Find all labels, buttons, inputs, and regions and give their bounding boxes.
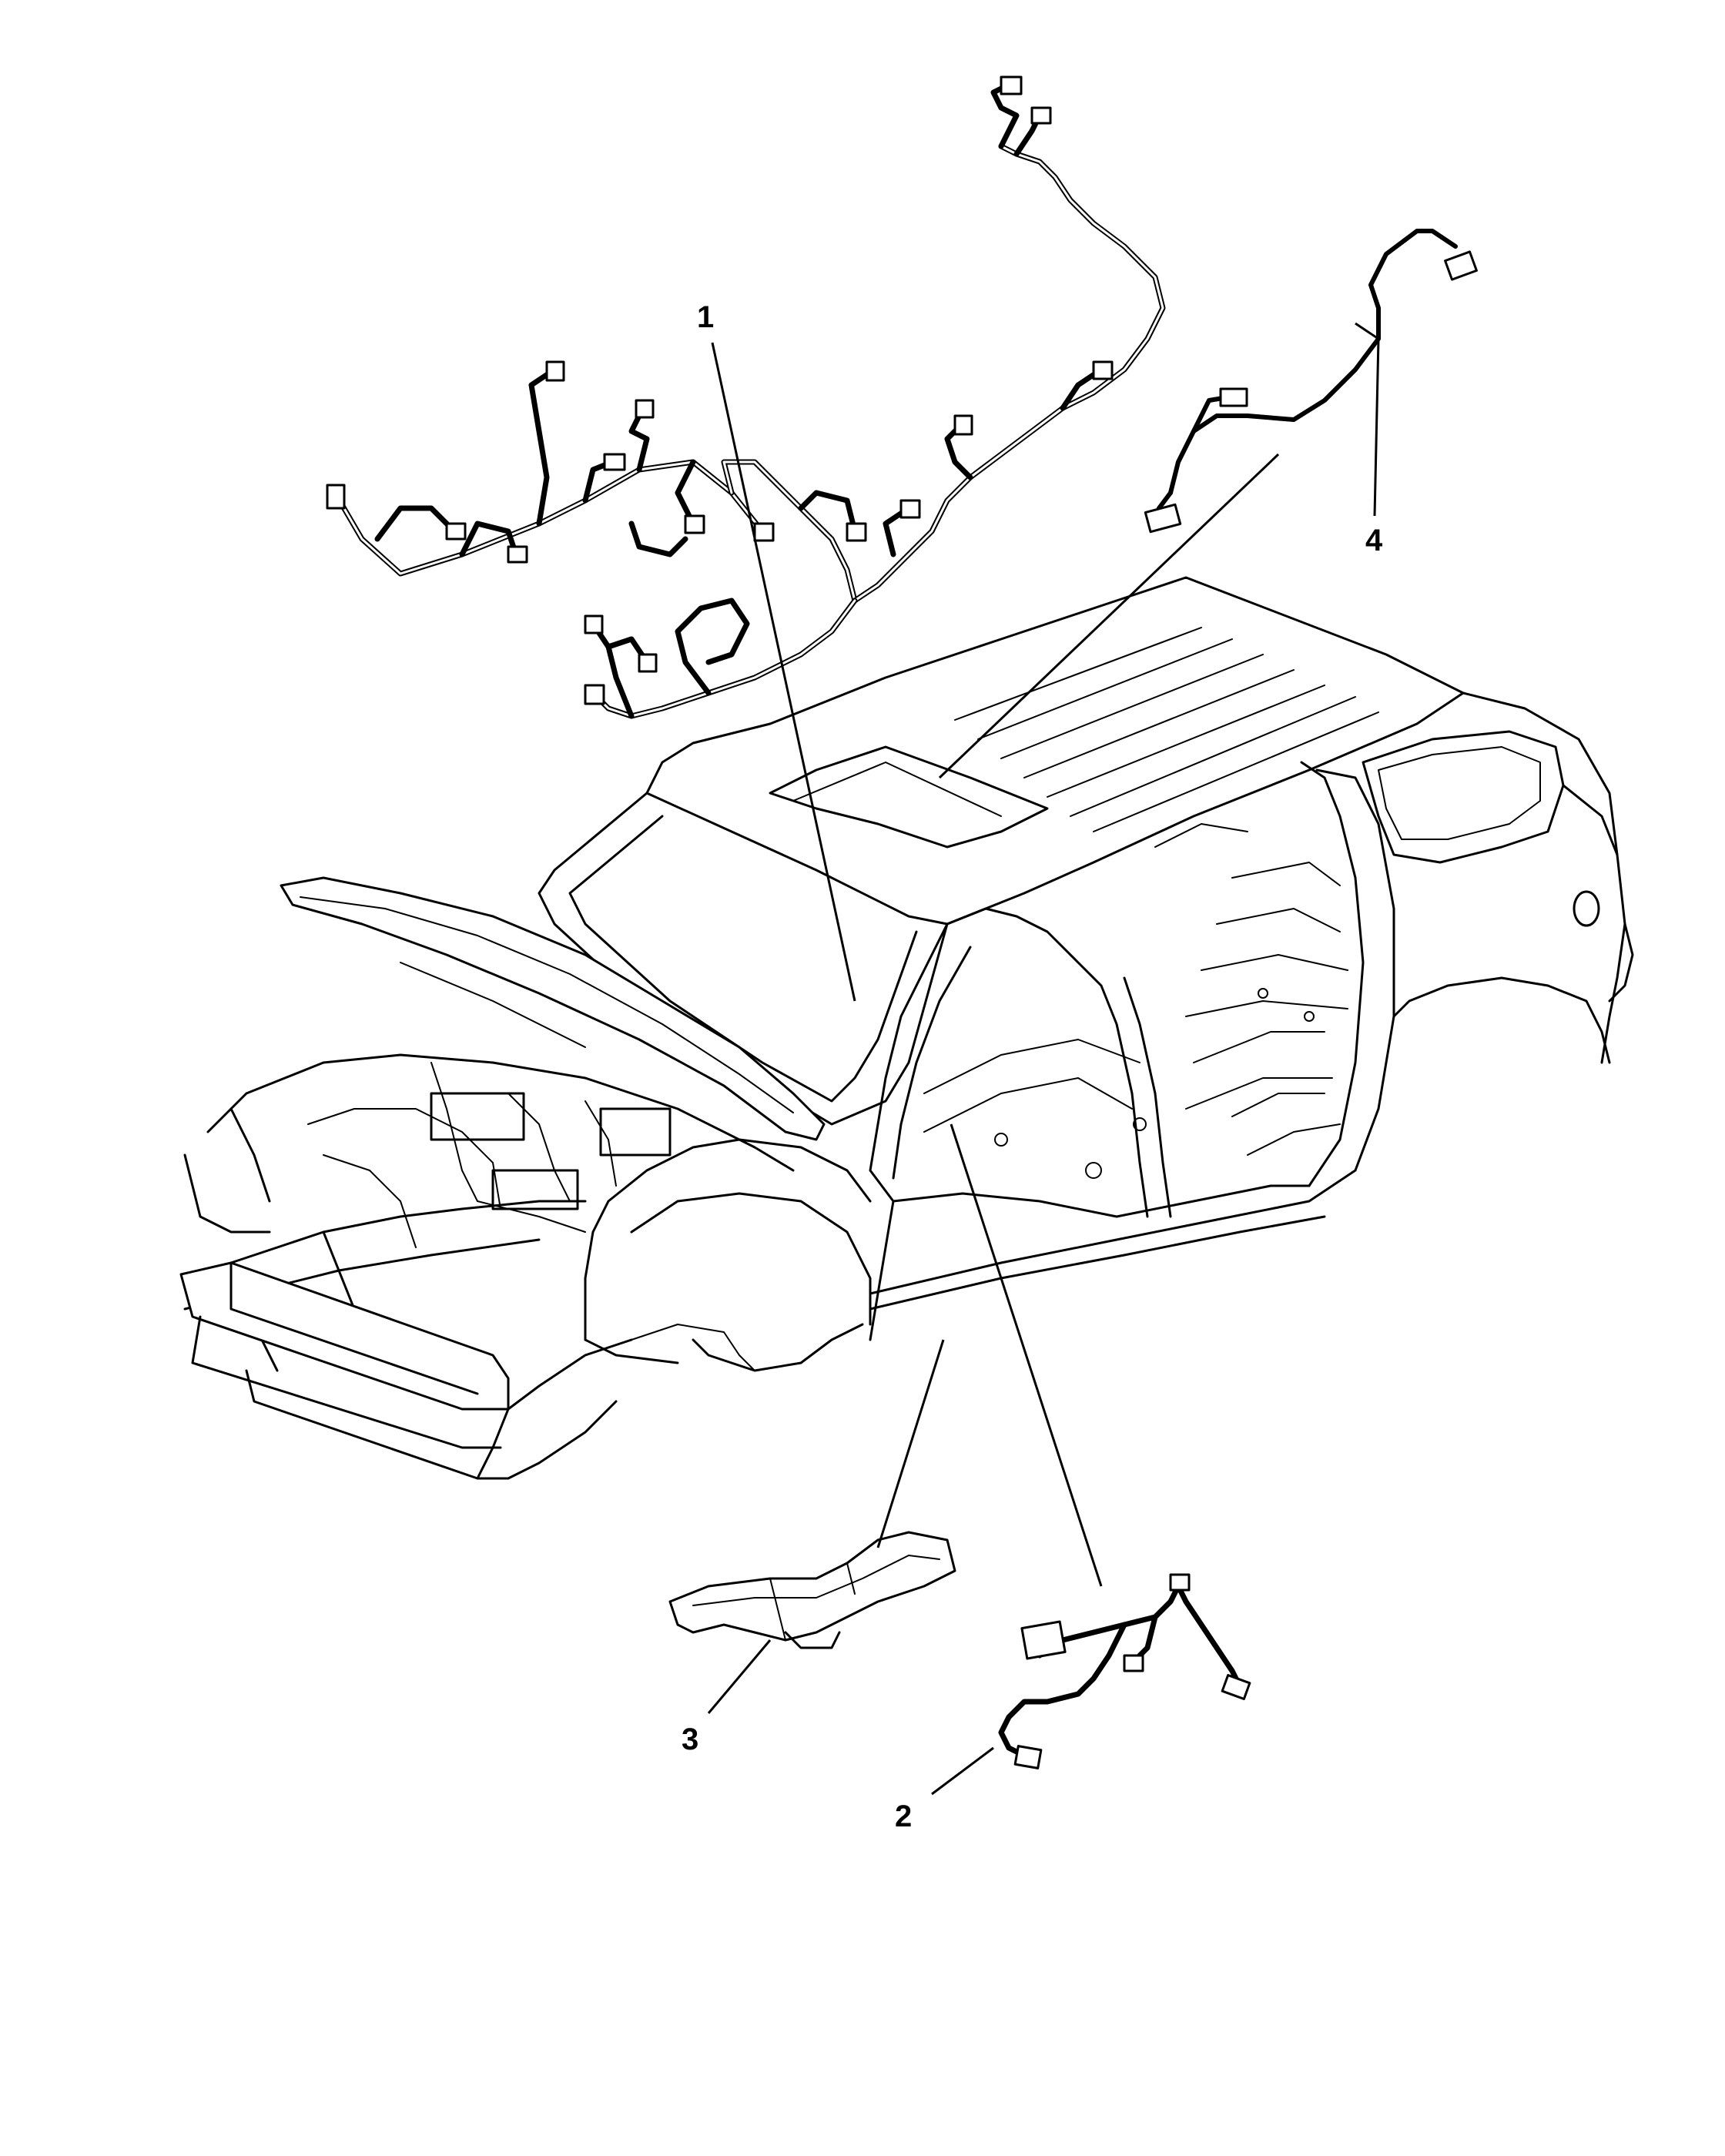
vehicle-body-illustration [179,576,1634,1480]
part-1-body-harness[interactable] [326,75,1166,719]
leader-line-4b [938,453,1280,779]
leader-line-3 [707,1639,772,1714]
leader-lines [707,322,1380,1796]
part-3-duct[interactable] [668,1531,956,1649]
callout-1: 1 [697,300,714,334]
part-2-jumper-harness[interactable] [998,1573,1251,1769]
leader-line-4 [1355,322,1380,517]
leader-line-2b [950,1123,1103,1587]
leader-line-1 [711,342,856,1002]
callout-4: 4 [1365,524,1383,557]
leader-line-3b [876,1339,945,1548]
callout-3: 3 [682,1722,698,1756]
part-4-roof-harness[interactable] [1144,229,1478,534]
leader-line-2 [931,1746,994,1796]
callout-2: 2 [895,1799,912,1833]
